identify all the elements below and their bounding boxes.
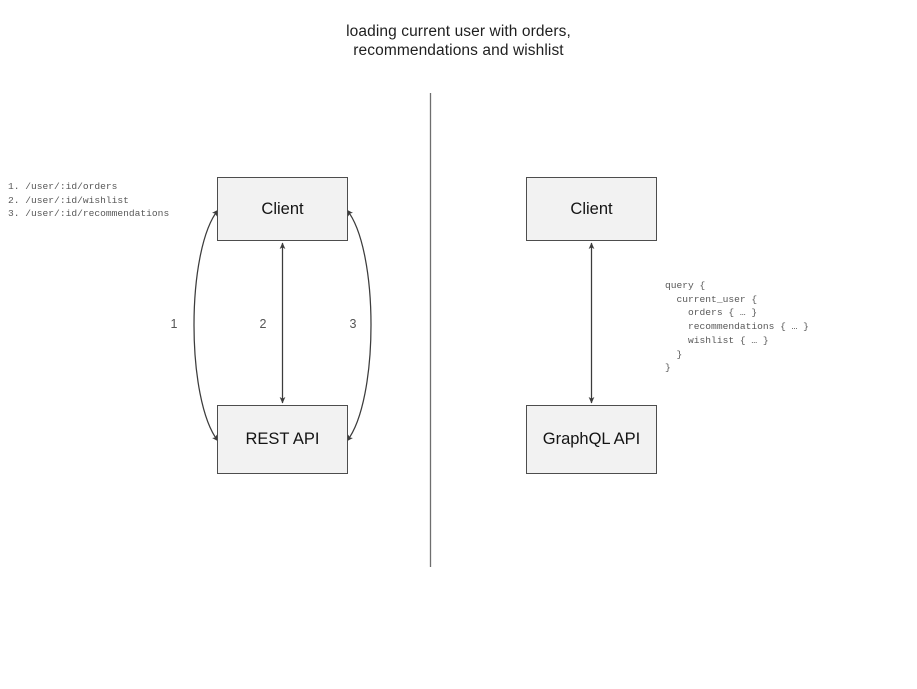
node-graphql-client-label: Client bbox=[570, 199, 613, 218]
node-graphql-client[interactable]: Client bbox=[526, 177, 657, 241]
page-title-line-2: recommendations and wishlist bbox=[353, 42, 564, 59]
node-graphql-api[interactable]: GraphQL API bbox=[526, 405, 657, 474]
node-rest-client[interactable]: Client bbox=[217, 177, 348, 241]
page-title-line-1: loading current user with orders, bbox=[346, 23, 571, 40]
rest-edge-2-label: 2 bbox=[259, 317, 267, 331]
rest-edge-1 bbox=[193, 209, 219, 442]
rest-edge-1-label: 1 bbox=[170, 317, 178, 331]
node-rest-client-label: Client bbox=[261, 199, 304, 218]
node-graphql-api-label: GraphQL API bbox=[542, 430, 641, 448]
node-rest-api-label: REST API bbox=[245, 430, 320, 448]
page-title: loading current user with orders, recomm… bbox=[0, 22, 917, 60]
rest-edge-3-label: 3 bbox=[349, 317, 357, 331]
graphql-query-snippet: query { current_user { orders { … } reco… bbox=[665, 280, 809, 374]
node-rest-api[interactable]: REST API bbox=[217, 405, 348, 474]
rest-endpoints-list: 1. /user/:id/orders 2. /user/:id/wishlis… bbox=[8, 181, 170, 220]
